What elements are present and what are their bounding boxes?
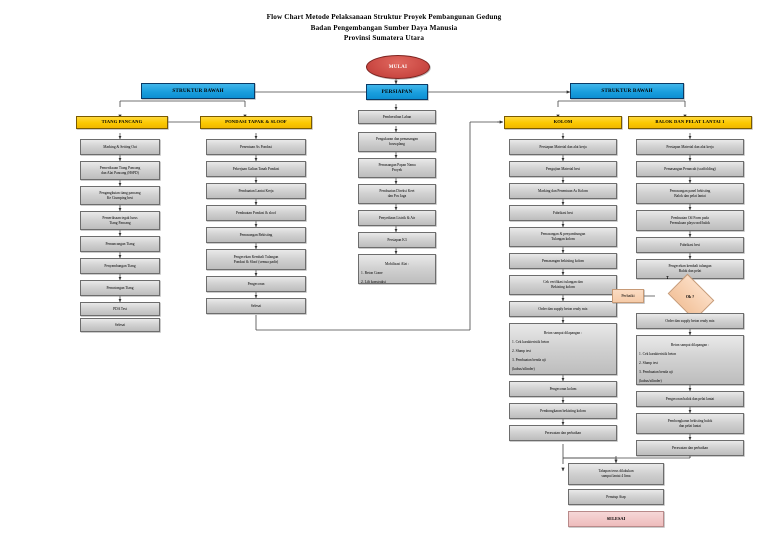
tiang-step-5[interactable]: Pemancangan Tiang (80, 236, 160, 252)
title-line-1: Flow Chart Metode Pelaksanaan Struktur P… (266, 13, 502, 21)
header-right-label: STRUKTUR BAWAH (601, 87, 653, 94)
kolom-step-10[interactable]: Pembongkaran bekisting kolom (509, 403, 617, 419)
footer-roof-step[interactable]: Penutup Atap (568, 489, 664, 505)
persiapan-step-1[interactable]: Pembersihan Lahan (358, 110, 436, 124)
kolom-beton-item-2: 2. Slump test (512, 348, 531, 353)
tiang-step-2[interactable]: Pemeriksaan Tiang Pancang dan Alat Panca… (80, 161, 160, 180)
section-header-tiang-pancang[interactable]: TIANG PANCANG (76, 116, 168, 129)
mobilisasi-item-1: 1. Beton Crane (361, 270, 383, 275)
header-persiapan-label: PERSIAPAN (381, 88, 413, 95)
kolom-step-7[interactable]: Cek verifikasi tulangan dan Bekisting ko… (509, 275, 617, 295)
pondasi-step-8[interactable]: Selesai (206, 298, 306, 314)
pondasi-step-5[interactable]: Pemasangan Bekisting (206, 227, 306, 243)
kolom-step-6[interactable]: Pemasangan bekisting kolom (509, 253, 617, 269)
section-header-pondasi[interactable]: PONDASI TAPAK & SLOOF (200, 116, 312, 129)
balok-step-2[interactable]: Pemasangan Perancah (scaffolding) (636, 161, 744, 177)
title-line-3: Provinsi Sumatera Utara (343, 34, 425, 42)
tiang-step-7[interactable]: Pemotongan Tiang (80, 280, 160, 296)
tiang-step-8[interactable]: PDA Test (80, 302, 160, 316)
start-node-mulai[interactable]: MULAI (366, 55, 430, 79)
balok-step-9[interactable]: Pembongkaran bekisting balok dan pelat l… (636, 413, 744, 434)
kolom-beton-item-3: 3. Pembuatan benda uji (512, 358, 546, 363)
pondasi-step-6[interactable]: Pengecekan Kembali Tulangan Pondasi & Sl… (206, 249, 306, 270)
persiapan-step-2[interactable]: Pengukuran dan pemasangan bouwplang (358, 132, 436, 152)
decision-label: Ok ? (685, 293, 695, 299)
kolom-beton-item-4: (kubus/silinder) (512, 367, 535, 372)
kolom-step-1[interactable]: Persiapan Material dan alat kerja (509, 139, 617, 155)
persiapan-step-3[interactable]: Pemasangan Papan Nama Proyek (358, 158, 436, 178)
balok-decision-ok[interactable]: Ok ? (667, 273, 715, 321)
balok-step-8[interactable]: Pengecoran balok dan pelat lantai (636, 391, 744, 407)
title-line-2: Badan Pengembangan Sumber Daya Manusia (310, 23, 458, 32)
kolom-beton-title: Beton sampai dilapangan : (543, 330, 583, 335)
balok-step-3[interactable]: Pemasangan panel bekisting Balok dan pel… (636, 183, 744, 204)
tiang-step-3[interactable]: Pengangkutan tiang pancang Ke Ctumping b… (80, 186, 160, 205)
balok-rework-perbaiki[interactable]: Perbaiki (612, 289, 644, 303)
section-header-balok[interactable]: BALOK DAN PELAT LANTAI 1 (628, 116, 752, 129)
tiang-step-1[interactable]: Marking & Setting Out (80, 139, 160, 155)
mobilisasi-title: Mobilisasi Alat : (385, 261, 409, 266)
header-struktur-bawah-right[interactable]: STRUKTUR BAWAH (570, 83, 684, 99)
balok-step-5[interactable]: Fabrikasi besi (636, 237, 744, 253)
tiang-step-9[interactable]: Selesai (80, 318, 160, 332)
pondasi-step-3[interactable]: Pembuatan Lantai Kerja (206, 183, 306, 199)
kolom-step-9[interactable]: Pengecoran kolom (509, 381, 617, 397)
kolom-step-11[interactable]: Perawatan dan perbaikan (509, 425, 617, 441)
balok-step-7[interactable]: Order dan supply beton ready mix (636, 313, 744, 329)
balok-beton-list[interactable]: Beton sampai dilapangan : 1. Cek karakte… (636, 335, 744, 385)
kolom-step-4[interactable]: Fabrikasi besi (509, 205, 617, 221)
footer-end-selesai[interactable]: SELESAI (568, 511, 664, 527)
persiapan-step-6[interactable]: Persiapan K3 (358, 232, 436, 248)
section-pondasi-label: PONDASI TAPAK & SLOOF (225, 119, 287, 125)
section-balok-label: BALOK DAN PELAT LANTAI 1 (655, 119, 725, 125)
kolom-step-5[interactable]: Pemasangan & penyambungan Tulangan kolom (509, 227, 617, 247)
persiapan-mobilisasi-list[interactable]: Mobilisasi Alat : 1. Beton Crane 2. Lift… (358, 254, 436, 284)
balok-step-6[interactable]: Pengecekan kembali tulangan Balok dan pe… (636, 259, 744, 279)
header-struktur-bawah-left[interactable]: STRUKTUR BAWAH (141, 83, 255, 99)
header-left-label: STRUKTUR BAWAH (172, 87, 224, 94)
kolom-step-3[interactable]: Marking dan Penentuan As Kolom (509, 183, 617, 199)
chart-title-block: Flow Chart Metode Pelaksanaan Struktur P… (0, 12, 768, 44)
balok-beton-item-4: (kubus/silinder) (639, 379, 662, 384)
balok-beton-item-1: 1. Cek karakteristik beton (639, 351, 677, 356)
header-persiapan[interactable]: PERSIAPAN (366, 84, 428, 100)
persiapan-step-4[interactable]: Pembuatan Direksi Keet dan Pos Jaga (358, 184, 436, 204)
pondasi-step-7[interactable]: Pengecoran (206, 276, 306, 292)
balok-beton-item-2: 2. Slump test (639, 360, 658, 365)
kolom-beton-list[interactable]: Beton sampai dilapangan : 1. Cek karakte… (509, 323, 617, 375)
kolom-step-8[interactable]: Order dan supply beton ready mix (509, 301, 617, 317)
balok-beton-item-3: 3. Pembuatan benda uji (639, 370, 673, 375)
tiang-step-6[interactable]: Penyambungan Tiang (80, 258, 160, 274)
footer-repeat-note[interactable]: Tahapan terus dilakukan sampai lantai 4 … (568, 463, 664, 485)
balok-step-4[interactable]: Pembuatan Oil Form pada Permukaan playwo… (636, 210, 744, 231)
tiang-step-4[interactable]: Pemeriksaan tegak lurus Tiang Pancang (80, 211, 160, 230)
section-header-kolom[interactable]: KOLOM (504, 116, 622, 129)
section-kolom-label: KOLOM (553, 119, 573, 125)
balok-beton-title: Beton sampai dilapangan : (670, 342, 710, 347)
pondasi-step-1[interactable]: Penentuan As Pondasi (206, 139, 306, 155)
pondasi-step-2[interactable]: Pekerjaan Galian Tanah Pondasi (206, 161, 306, 177)
mobilisasi-item-2: 2. Lift konstruksi (361, 279, 386, 284)
balok-step-10[interactable]: Perawatan dan perbaikan (636, 440, 744, 456)
kolom-beton-item-1: 1. Cek karakteristik beton (512, 339, 550, 344)
persiapan-step-5[interactable]: Penyediaan Listrik & Air (358, 210, 436, 226)
kolom-step-2[interactable]: Pengujian Material besi (509, 161, 617, 177)
start-label: MULAI (388, 64, 408, 70)
section-tiang-label: TIANG PANCANG (101, 119, 143, 125)
decision-no-branch-label: T (666, 275, 669, 280)
balok-step-1[interactable]: Persiapan Material dan alat kerja (636, 139, 744, 155)
pondasi-step-4[interactable]: Pembuatan Pondasi & sloof (206, 205, 306, 221)
